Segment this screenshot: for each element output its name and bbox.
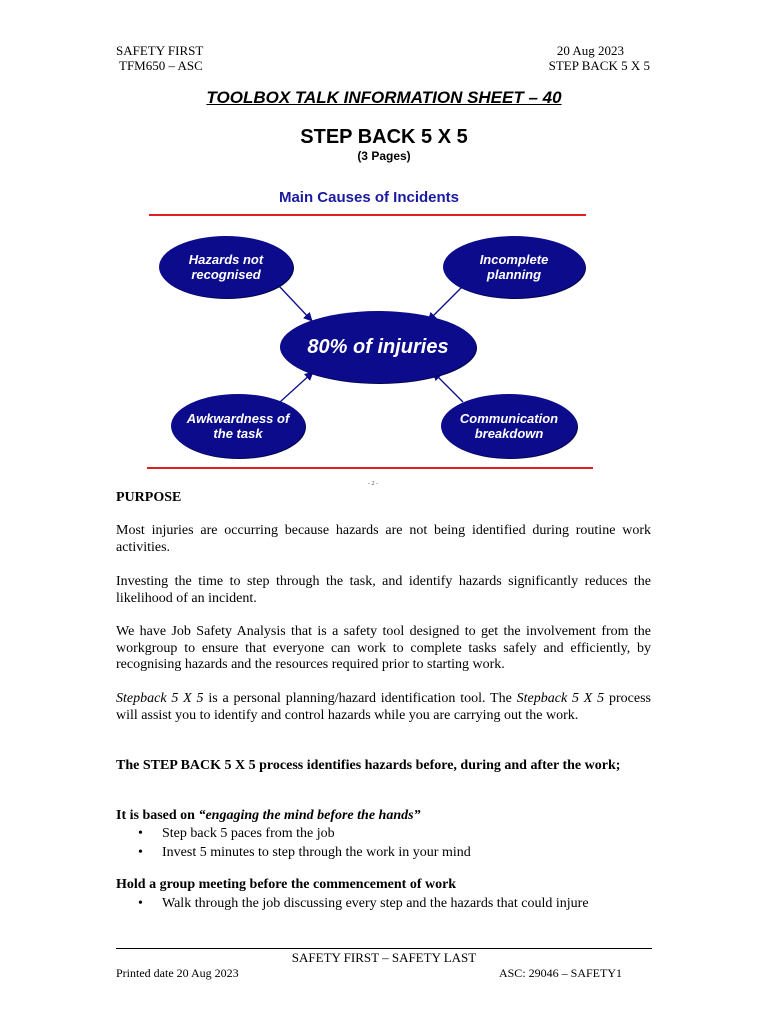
footer-printed-date: Printed date 20 Aug 2023 xyxy=(116,966,239,980)
arrow-top-left xyxy=(278,285,313,322)
diagram-title: Main Causes of Incidents xyxy=(278,189,460,206)
document-title: TOOLBOX TALK INFORMATION SHEET – 40 xyxy=(206,88,562,107)
arrow-bottom-left xyxy=(279,371,314,403)
based-on-list: Step back 5 paces from the job Invest 5 … xyxy=(116,824,651,862)
based-on-prefix: It is based on xyxy=(116,808,199,823)
cause-hazards-not-recognised: Hazards not recognised xyxy=(159,236,293,298)
purpose-paragraph-1: Most injuries are occurring because haza… xyxy=(116,523,651,555)
based-on-quote: “engaging the mind before the hands” xyxy=(198,808,421,823)
paragraph-4-mid: is a personal planning/hazard identifica… xyxy=(203,691,517,706)
group-meeting-heading: Hold a group meeting before the commence… xyxy=(116,877,457,892)
diagram-arrows xyxy=(278,285,464,403)
paragraph-4-end: process will assist you to identify and … xyxy=(116,691,651,723)
cause-incomplete-planning: Incomplete planning xyxy=(443,236,585,298)
list-item: Invest 5 minutes to step through the wor… xyxy=(116,843,651,862)
based-on-line: It is based on “engaging the mind before… xyxy=(116,808,651,825)
cause-communication-breakdown: Communication breakdown xyxy=(441,394,577,458)
cause-awkwardness-of-task: Awkwardness of the task xyxy=(171,394,305,458)
arrow-top-right xyxy=(427,285,464,322)
purpose-heading: PURPOSE xyxy=(116,490,182,505)
diagram-bottom-rule xyxy=(147,467,593,469)
list-item: Walk through the job discussing every st… xyxy=(116,894,651,913)
main-title: STEP BACK 5 X 5 xyxy=(300,126,468,148)
footer-rule xyxy=(116,948,652,949)
list-item: Step back 5 paces from the job xyxy=(116,824,651,843)
header-left-line1: SAFETY FIRST xyxy=(116,43,204,58)
center-injuries: 80% of injuries xyxy=(280,311,476,383)
diagram-top-rule xyxy=(149,214,586,216)
header-left-line2: TFM650 – ASC xyxy=(119,58,203,73)
stepback-term-2: Stepback 5 X 5 xyxy=(516,691,605,706)
footer-reference: ASC: 29046 – SAFETY1 xyxy=(498,966,622,980)
purpose-paragraph-4: Stepback 5 X 5 is a personal planning/ha… xyxy=(116,691,651,724)
footer-center: SAFETY FIRST – SAFETY LAST xyxy=(291,950,477,965)
arrow-bottom-right xyxy=(432,371,464,403)
purpose-paragraph-3: We have Job Safety Analysis that is a sa… xyxy=(116,624,651,672)
bold-statement: The STEP BACK 5 X 5 process identifies h… xyxy=(116,758,621,773)
page-marker: - 2 - xyxy=(368,481,378,487)
group-meeting-list: Walk through the job discussing every st… xyxy=(116,894,651,913)
pages-note: (3 Pages) xyxy=(357,149,411,163)
header-right-line2: STEP BACK 5 X 5 xyxy=(548,58,650,73)
header-right-line1: 20 Aug 2023 xyxy=(556,43,624,58)
stepback-term-1: Stepback 5 X 5 xyxy=(116,691,204,706)
purpose-paragraph-2: Investing the time to step through the t… xyxy=(116,574,651,606)
